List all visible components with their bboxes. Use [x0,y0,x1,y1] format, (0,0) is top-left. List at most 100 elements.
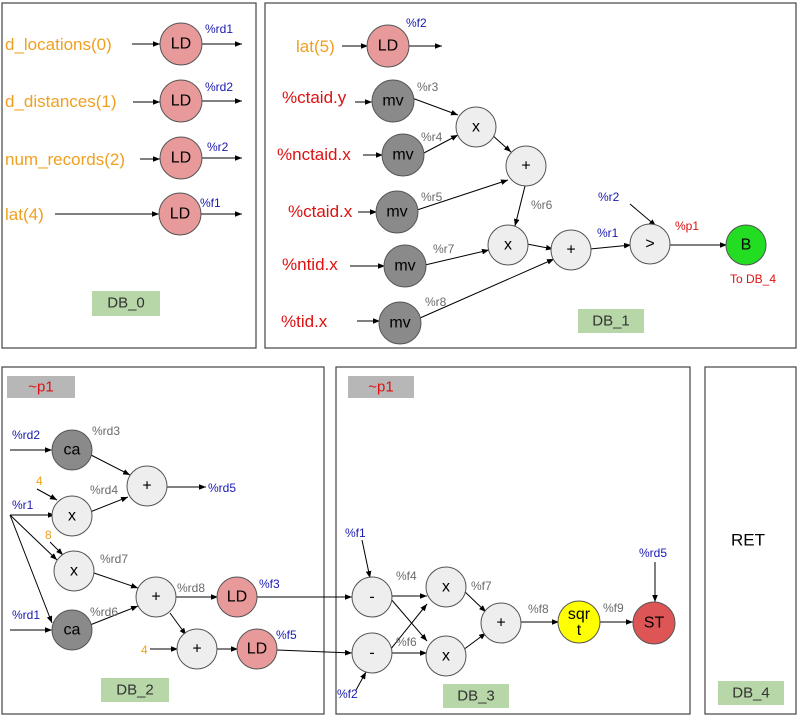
node-circle [383,244,427,288]
edge [389,597,428,642]
node-label: + [496,615,505,632]
node-circle [632,601,676,645]
reg-rd5: %rd5 [208,481,236,495]
block-tag-db0: DB_0 [92,291,160,316]
ret-instruction: RET [731,531,765,550]
const-4b: 4 [141,643,148,657]
block-tag-label: DB_3 [457,688,495,705]
reg-p1: %p1 [675,219,699,233]
node-label: + [566,242,575,259]
node-db2-x1: x [51,495,93,537]
const-4a: 4 [36,474,43,488]
reg-r6: %r6 [531,198,553,212]
input-ctaid-y: %ctaid.y [282,88,347,107]
reg-f8: %f8 [528,602,549,616]
node-circle [375,190,419,234]
reg-f2: %f2 [406,16,427,30]
reg-f4: %f4 [396,569,417,583]
node-label: + [521,158,530,175]
reg-r7: %r7 [433,242,455,256]
node-label: - [369,645,374,662]
node-label: B [741,237,752,254]
node-db1-x2: x [487,224,529,266]
node-label: mv [394,258,415,275]
edge [90,454,131,476]
reg-f2-input: %f2 [337,687,358,701]
node-db2-x2: x [53,550,95,592]
reg-rd7: %rd7 [100,552,128,566]
reg-r2: %r2 [207,140,229,154]
input-labels: d_locations(0) d_distances(1) num_record… [5,35,353,331]
node-label: x [70,563,78,580]
node-circle [480,602,522,644]
input-num-records: num_records(2) [5,150,125,169]
edge [416,179,509,211]
reg-r1: %r1 [597,226,619,240]
reg-f7: %f7 [471,579,492,593]
node-circle [216,576,258,618]
const-8: 8 [45,528,52,542]
node-circle [725,224,767,266]
input-lat5: lat(5) [296,37,335,56]
node-circle [236,628,278,670]
reg-rd6: %rd6 [90,605,118,619]
reg-r2-input: %r2 [598,190,620,204]
block-tag-label: DB_1 [592,313,630,330]
input-nctaid-x: %nctaid.x [277,145,351,164]
node-circle [53,550,95,592]
predicate-tag-bg [348,376,414,398]
node-db1-p1: + [505,145,547,187]
node-db1-gt: > [629,223,671,265]
node-circle [135,576,177,618]
node-db2-ld1: LD [216,576,258,618]
node-db2-ca2: ca [51,609,93,651]
node-circle [381,133,425,177]
block-tag-db4: DB_4 [718,681,784,705]
db4-panel [704,366,797,715]
node-db2-p1: + [126,465,168,507]
node-label: LD [170,206,190,223]
reg-rd1: %rd1 [205,22,233,36]
reg-r5: %r5 [421,190,443,204]
node-label: LD [171,36,191,53]
block-tag-label: DB_4 [732,685,770,702]
node-circle [51,495,93,537]
edge [49,541,64,556]
node-db3-p: + [480,602,522,644]
node-circle [159,79,203,123]
node-circle [487,224,529,266]
node-db0-ld4: LD [158,192,202,236]
predicate-tag-db3: ~p1 [348,376,414,398]
input-ctaid-x: %ctaid.x [288,202,353,221]
branch-target-note: To DB_4 [730,272,776,286]
db3-panel [335,366,691,715]
block-tag-bg [443,684,509,708]
edges [9,41,727,691]
edge [355,671,367,691]
node-label: ca [64,622,81,639]
edge [421,134,459,155]
reg-rd8: %rd8 [177,581,205,595]
node-db0-ld2: LD [159,79,203,123]
node-label: mv [389,315,410,332]
block-tag-bg [578,309,644,333]
edge [89,605,139,626]
reg-rd2-input: %rd2 [12,428,40,442]
node-db3-x1: x [425,566,467,608]
reg-f6: %f6 [396,635,417,649]
block-tag-label: DB_2 [116,682,154,699]
node-label: x [442,579,450,596]
block-tag-bg [92,291,160,316]
node-label: x [442,648,450,665]
node-circle [126,465,168,507]
edge [424,248,490,266]
node-circle [378,301,422,345]
node-db1-mv1: mv [371,79,415,123]
predicate-tag-db2: ~p1 [7,376,75,398]
node-circle [557,600,601,644]
node-circle [159,136,203,180]
node-circle [51,609,93,651]
node-label: LD [171,150,191,167]
reg-rd2: %rd2 [205,80,233,94]
